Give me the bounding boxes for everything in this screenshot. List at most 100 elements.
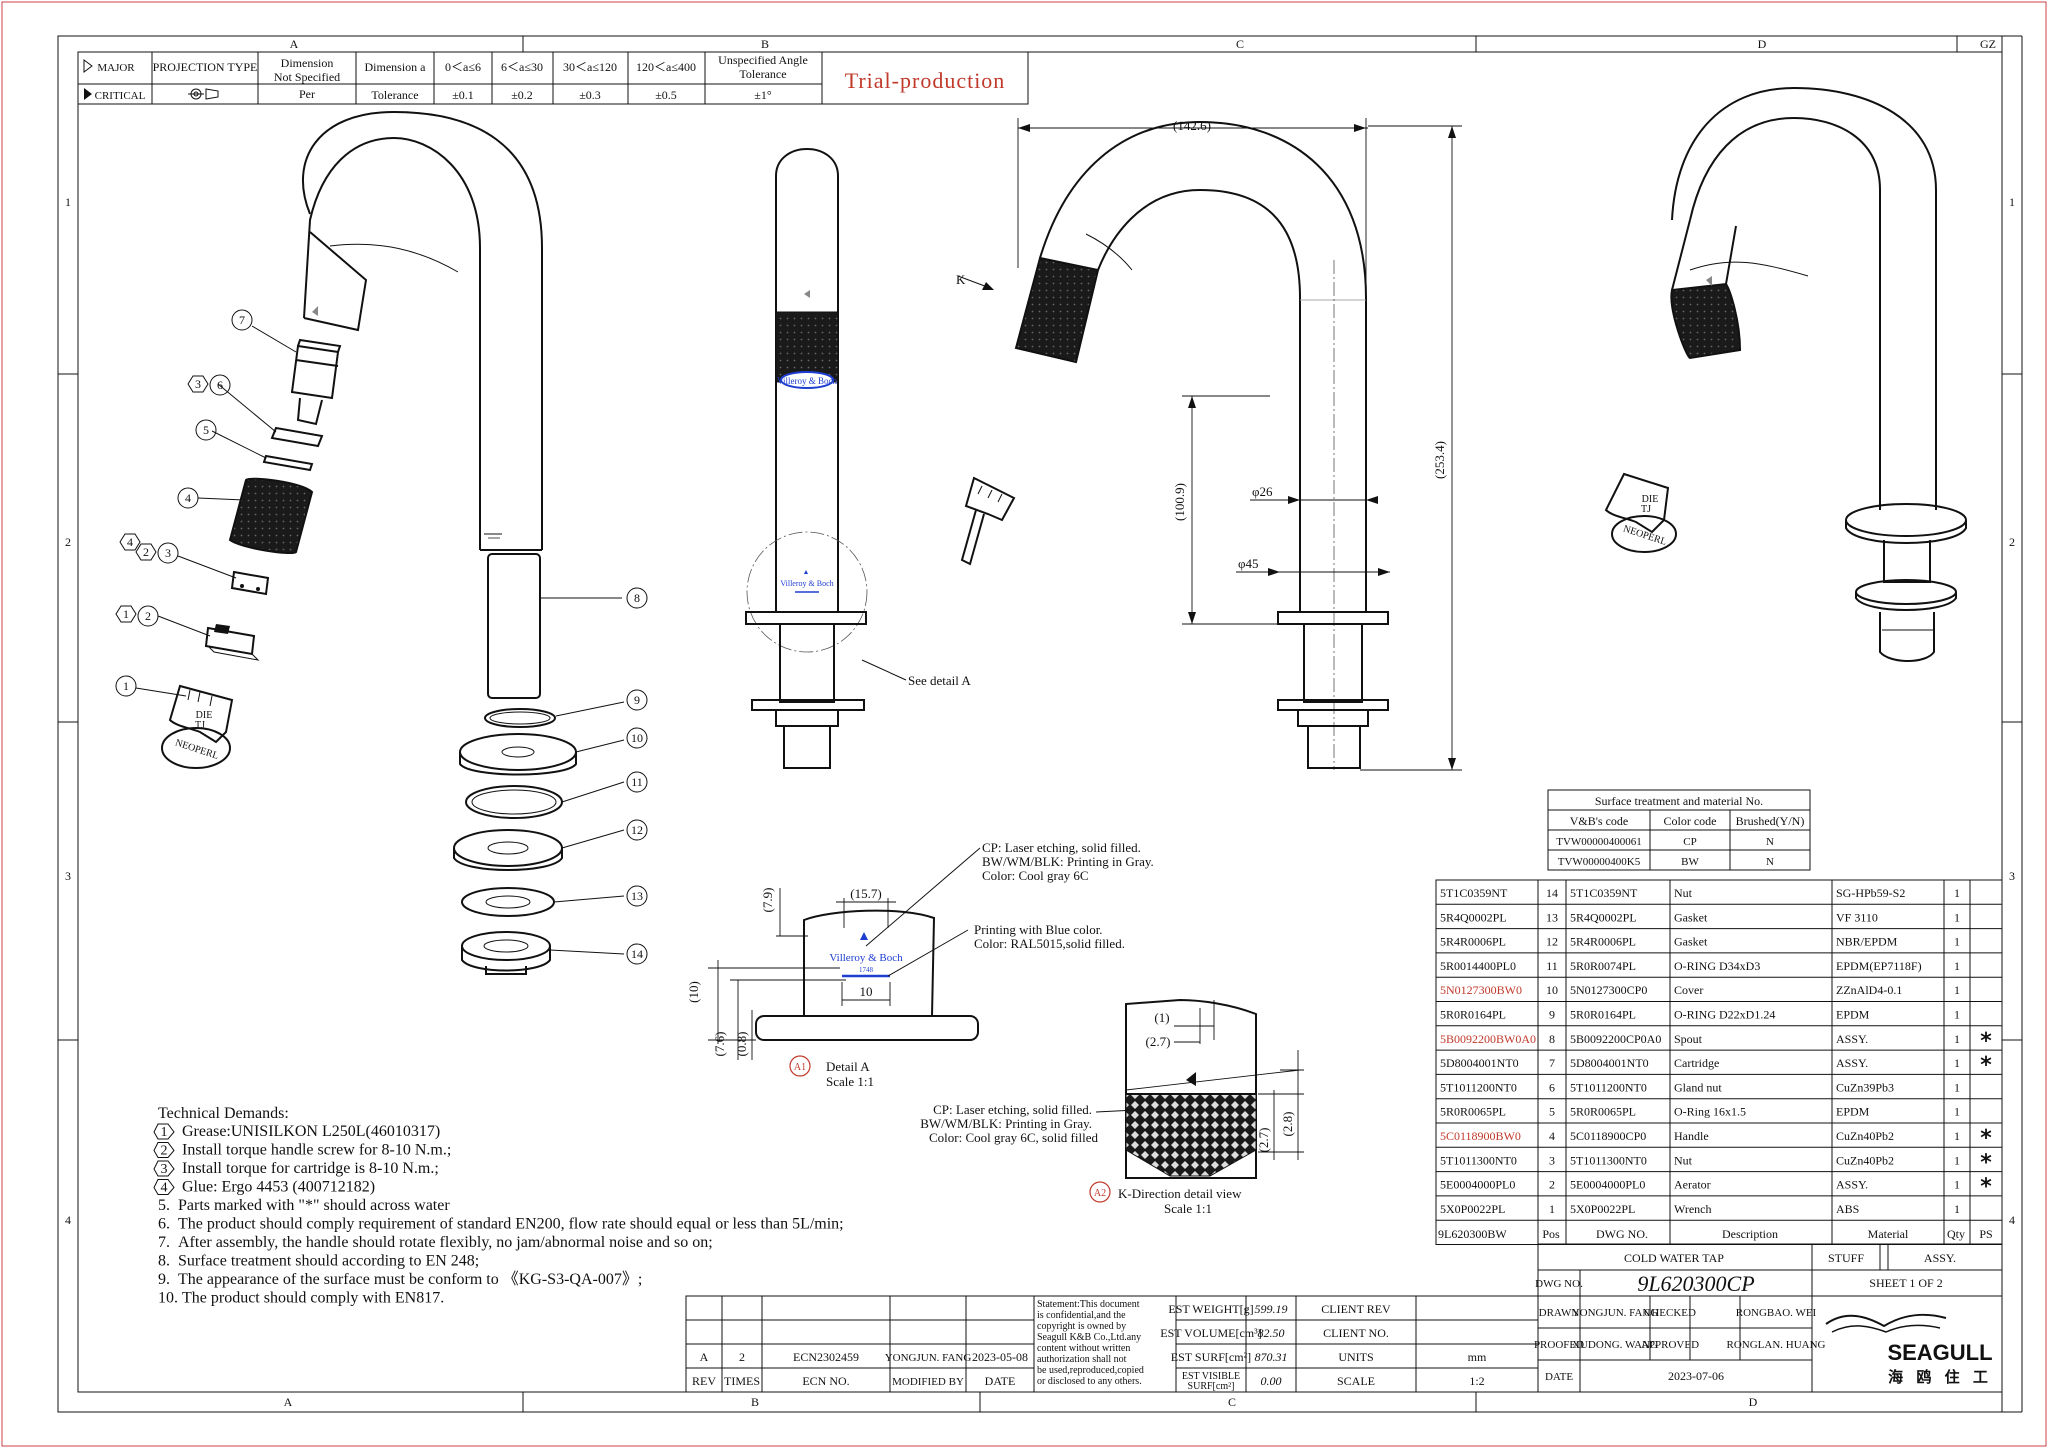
- technical-item-text: Grease:UNISILKON L250L(46010317): [182, 1123, 440, 1140]
- balloon-3-hex: 3: [195, 377, 201, 391]
- balloon-markers: 7 3 6 5 4 4 2 3 1 2 1 8 9 10: [115, 309, 648, 965]
- surface-header-color: Color code: [1664, 814, 1717, 828]
- est-client-no: CLIENT NO.: [1323, 1326, 1389, 1340]
- surface-row2-brushed: N: [1766, 856, 1774, 868]
- tb-proofed-label: PROOFED: [1534, 1339, 1584, 1351]
- balloon-2: 2: [145, 609, 151, 623]
- zone-col-a: A: [290, 37, 299, 51]
- surface-row1-color: CP: [1683, 836, 1696, 848]
- rev-row-date: 2023-05-08: [972, 1350, 1028, 1364]
- wrench-tj-text: TJ: [195, 720, 205, 731]
- balloon-12: 12: [631, 823, 643, 837]
- bom-desc: Cartridge: [1674, 1056, 1719, 1070]
- dim-width-142: (142.6): [1173, 118, 1211, 133]
- balloon-6: 6: [217, 378, 223, 392]
- bom-pos: 14: [1546, 886, 1558, 900]
- tol-angle-2: Tolerance: [739, 67, 786, 81]
- k-direction-detail-view: (1) (2.7) (2.7) (2.8) CP: Laser etching,…: [920, 998, 1304, 1216]
- statement-line-7: be used,reproduced,copied: [1037, 1365, 1144, 1376]
- balloon-3: 3: [165, 546, 171, 560]
- bom-desc: Gasket: [1674, 935, 1708, 949]
- bom-header-ps: PS: [1979, 1227, 1992, 1241]
- bom-desc: Wrench: [1674, 1202, 1712, 1216]
- zone-row-4-right: 4: [2009, 1213, 2015, 1227]
- balloon-4-hex: 4: [127, 535, 133, 549]
- front-logo-text: Villeroy & Boch: [780, 579, 833, 588]
- est-scale-value: 1:2: [1469, 1374, 1484, 1388]
- bom-pos: 11: [1546, 959, 1558, 973]
- bom-pos: 3: [1549, 1153, 1555, 1167]
- detail-a-title: Detail A: [826, 1059, 870, 1074]
- tb-drawn-label: DRAWN: [1539, 1307, 1580, 1319]
- est-visible-label-1: EST VISIBLE: [1182, 1371, 1240, 1382]
- bom-qty: 1: [1954, 1032, 1960, 1046]
- bom-code: 5E0004000PL0: [1440, 1178, 1515, 1192]
- balloon-5: 5: [203, 423, 209, 437]
- leader-lines: [135, 325, 625, 955]
- dim-detail-a-0-8: (0.8): [734, 1032, 749, 1057]
- aerator-part-2: [204, 624, 260, 661]
- tb-dwg-no: 9L620300CP: [1637, 1271, 1754, 1296]
- cartridge-part-7: [290, 338, 342, 426]
- tol-angle-1: Unspecified Angle: [718, 53, 808, 67]
- balloon-14: 14: [631, 947, 643, 961]
- k-direction-label: K: [956, 272, 966, 287]
- zone-col-gz: GZ: [1980, 37, 1996, 51]
- statement-line-1: Statement:This document: [1037, 1299, 1140, 1310]
- technical-item-number: 4: [161, 1181, 168, 1196]
- surface-row2-color: BW: [1681, 856, 1699, 868]
- rev-row-rev: A: [700, 1350, 709, 1364]
- surface-row1-code: TVW00000400061: [1556, 836, 1642, 848]
- detail-k-title: K-Direction detail view: [1118, 1186, 1242, 1201]
- bom-header-pos: Pos: [1542, 1227, 1560, 1241]
- technical-item-number: 9.: [158, 1271, 170, 1288]
- tol-major: MAJOR: [97, 62, 135, 74]
- iso-die-text: DIE: [1642, 494, 1659, 505]
- bom-desc: O-Ring 16x1.5: [1674, 1105, 1746, 1119]
- rev-header-ecn: ECN NO.: [802, 1374, 849, 1388]
- technical-item: 6.The product should comply requirement …: [158, 1216, 844, 1233]
- technical-item-text: The product should comply requirement of…: [178, 1216, 844, 1233]
- tb-date: 2023-07-06: [1668, 1369, 1724, 1383]
- bom-desc: Aerator: [1674, 1178, 1711, 1192]
- bom-pos: 13: [1546, 910, 1558, 924]
- tol-tolerance: Tolerance: [371, 88, 418, 102]
- tol-range-1: 0＜a≤6: [445, 60, 481, 74]
- bom-dwg: 5R4Q0002PL: [1570, 910, 1637, 924]
- o-ring-part-9: [484, 708, 556, 728]
- technical-item: 10.The product should comply with EN817.: [158, 1290, 444, 1307]
- bom-pos: 8: [1549, 1032, 1555, 1046]
- tb-logo-text: SEAGULL: [1887, 1340, 1992, 1365]
- bom-dwg: 5N0127300CP0: [1570, 983, 1647, 997]
- gland-nut-part-6: [262, 426, 324, 472]
- technical-item-text: Parts marked with "*" should across wate…: [178, 1197, 450, 1214]
- tol-range-2: 6＜a≤30: [501, 60, 543, 74]
- bom-qty: 1: [1954, 1178, 1960, 1192]
- bom-desc: Cover: [1674, 983, 1703, 997]
- bom-code: 5R4Q0002PL: [1440, 910, 1507, 924]
- estimates-block: EST WEIGHT[g] 599.19 EST VOLUME[cm³] 82.…: [1160, 1295, 1539, 1393]
- wrench-iso-icon: NEOPERL DIE TJ: [1604, 472, 1677, 553]
- tol-value-2: ±0.2: [511, 88, 533, 102]
- bom-pos: 6: [1549, 1080, 1555, 1094]
- detail-a-note-3: Color: Cool gray 6C: [982, 868, 1089, 883]
- bom-desc: Spout: [1674, 1032, 1703, 1046]
- wrench-part-1: NEOPERL DIE TJ: [161, 684, 234, 769]
- bom-material: EPDM: [1836, 1008, 1870, 1022]
- bom-material: ABS: [1836, 1202, 1859, 1216]
- dim-height-100: (100.9): [1172, 483, 1187, 521]
- balloon-7: 7: [239, 313, 245, 327]
- rev-header-times: TIMES: [724, 1374, 760, 1388]
- statement-line-6: authorization shall not: [1037, 1354, 1127, 1365]
- est-surf-label: EST SURF[cm²]: [1171, 1350, 1251, 1364]
- tb-approved-by: RONGLAN. HUANG: [1727, 1339, 1826, 1351]
- bom-pos: 9: [1549, 1008, 1555, 1022]
- surface-title: Surface treatment and material No.: [1595, 794, 1763, 808]
